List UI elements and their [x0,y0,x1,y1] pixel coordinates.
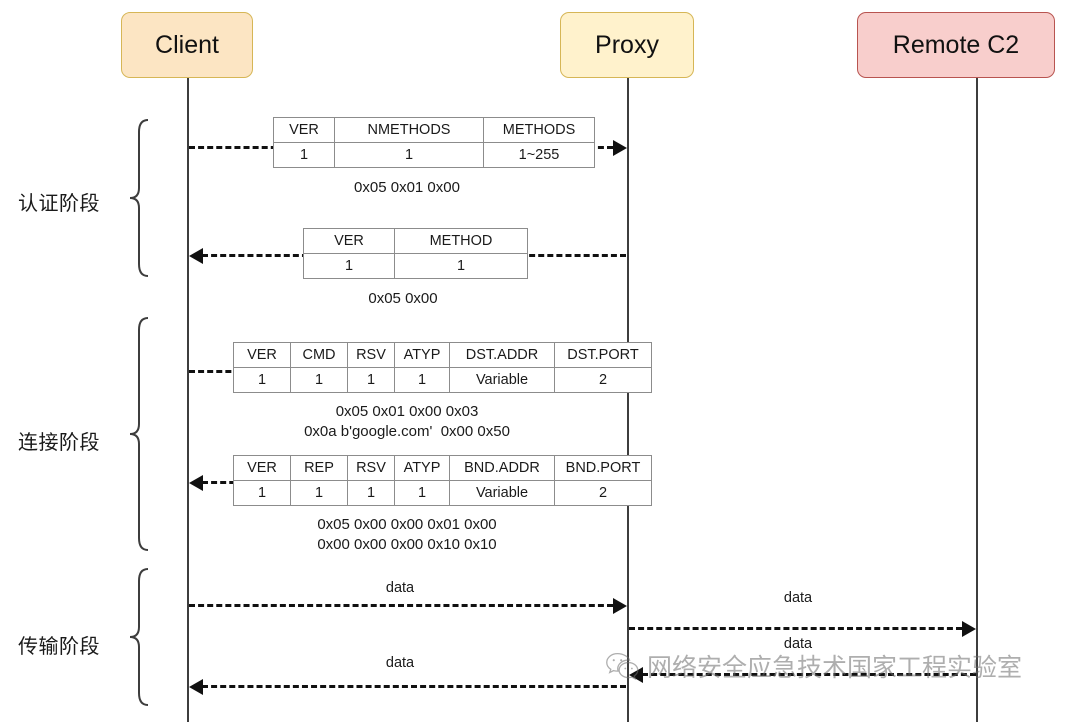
table-row: VER REP RSV ATYP BND.ADDR BND.PORT [233,455,652,481]
watermark: 网络安全应急技术国家工程实验室 [605,648,1022,684]
cell-header: ATYP [394,455,450,481]
arrowhead-auth-reply [189,248,203,264]
wechat-icon [606,652,639,680]
cell-value: 1 [394,480,450,506]
caption-auth-request: 0x05 0x01 0x00 [354,179,460,196]
phase-label-transfer: 传输阶段 [18,634,100,658]
cell-header: DST.PORT [554,342,652,368]
cell-value: 1 [394,253,528,279]
arrowhead-data-proxy-to-client [189,679,203,695]
actor-remote-c2[interactable]: Remote C2 [857,12,1055,78]
actor-client-label: Client [155,30,219,59]
cell-header: VER [303,228,395,254]
cell-value: Variable [449,480,555,506]
watermark-text: 网络安全应急技术国家工程实验室 [647,653,1023,682]
label-data-proxy-to-client: data [385,655,415,671]
cell-value: 1 [233,367,291,393]
message-line-data-remote-to-proxy [642,673,976,676]
table-row: 1 1 [303,253,528,279]
cell-header: METHOD [394,228,528,254]
cell-value: 1 [347,367,395,393]
table-row: VER METHOD [303,228,528,254]
actor-remote-c2-label: Remote C2 [892,30,1020,59]
phase-label-connect: 连接阶段 [18,430,100,454]
arrowhead-data-client-to-proxy [613,598,627,614]
actor-proxy-label: Proxy [595,30,659,59]
table-row: 1 1 1 1 Variable 2 [233,367,652,393]
cell-header: CMD [290,342,348,368]
cell-header: DST.ADDR [449,342,555,368]
arrowhead-auth-request [613,140,627,156]
actor-proxy[interactable]: Proxy [560,12,694,78]
cell-header: VER [233,342,291,368]
actor-client[interactable]: Client [121,12,253,78]
cell-value: 1 [233,480,291,506]
cell-header: VER [273,117,335,143]
label-data-remote-to-proxy: data [783,636,813,652]
cell-value: 1 [334,142,484,168]
cell-header: RSV [347,342,395,368]
table-connect-reply: VER REP RSV ATYP BND.ADDR BND.PORT 1 1 1… [233,455,652,506]
cell-value: 1 [273,142,335,168]
cell-header: BND.PORT [554,455,652,481]
table-connect-request: VER CMD RSV ATYP DST.ADDR DST.PORT 1 1 1… [233,342,652,393]
phase-label-auth: 认证阶段 [18,191,100,215]
message-line-data-proxy-to-client [202,685,626,688]
message-line-data-client-to-proxy [189,604,613,607]
arrowhead-connect-reply [189,475,203,491]
cell-header: METHODS [483,117,595,143]
label-data-client-to-proxy: data [385,580,415,596]
cell-value: 2 [554,367,652,393]
caption-connect-reply: 0x05 0x00 0x00 0x01 0x00 0x00 0x00 0x00 … [317,516,497,553]
phase-brace-transfer [128,567,150,712]
phase-brace-connect [128,316,150,557]
table-row: 1 1 1 1 Variable 2 [233,480,652,506]
arrowhead-data-proxy-to-remote [962,621,976,637]
cell-header: NMETHODS [334,117,484,143]
cell-header: ATYP [394,342,450,368]
cell-value: 1 [394,367,450,393]
caption-auth-reply: 0x05 0x00 [368,290,438,307]
table-row: 1 1 1~255 [273,142,595,168]
cell-value: 1 [290,480,348,506]
cell-value: 1~255 [483,142,595,168]
caption-connect-request: 0x05 0x01 0x00 0x03 0x0a b'google.com' 0… [304,403,510,440]
cell-value: 1 [303,253,395,279]
cell-header: REP [290,455,348,481]
cell-header: RSV [347,455,395,481]
phase-brace-auth [128,118,150,283]
lifeline-client [187,78,189,722]
cell-value: Variable [449,367,555,393]
cell-value: 1 [347,480,395,506]
table-row: VER CMD RSV ATYP DST.ADDR DST.PORT [233,342,652,368]
cell-header: BND.ADDR [449,455,555,481]
message-line-data-proxy-to-remote [629,627,962,630]
label-data-proxy-to-remote: data [783,590,813,606]
cell-value: 2 [554,480,652,506]
table-row: VER NMETHODS METHODS [273,117,595,143]
table-auth-reply: VER METHOD 1 1 [303,228,528,279]
table-auth-request: VER NMETHODS METHODS 1 1 1~255 [273,117,595,168]
cell-value: 1 [290,367,348,393]
lifeline-proxy [627,78,629,722]
cell-header: VER [233,455,291,481]
lifeline-remote-c2 [976,78,978,722]
